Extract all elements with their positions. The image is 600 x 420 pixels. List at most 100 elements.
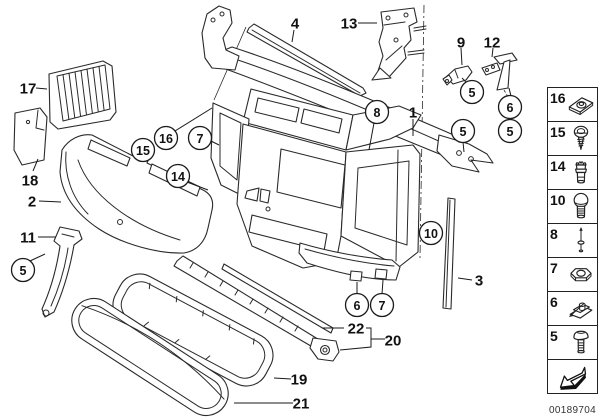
legend-item-6[interactable]: 6 (547, 291, 598, 326)
callout-circle-shape (167, 165, 190, 188)
callout-label-12[interactable]: 12 (484, 35, 501, 52)
callout-label-18[interactable]: 18 (22, 173, 39, 190)
callout-circle-7[interactable]: 7 (371, 294, 394, 317)
leader-line (175, 108, 212, 131)
leader-line (461, 48, 462, 65)
legend-number: 14 (550, 158, 566, 174)
callout-label-22[interactable]: 22 (348, 321, 365, 338)
strip-22-drawing (222, 264, 333, 333)
callout-circle-shape (132, 139, 155, 162)
air-duct-2-drawing (60, 135, 213, 253)
expansion-rivet-icon (566, 157, 596, 188)
centerline (420, 5, 424, 258)
callout-label-2[interactable]: 2 (28, 194, 36, 211)
callout-label-9[interactable]: 9 (457, 35, 465, 52)
callout-circle-number: 16 (159, 132, 173, 146)
leader-line (509, 88, 511, 96)
clip-9-drawing (443, 66, 472, 85)
callout-circle-number: 5 (460, 125, 467, 139)
leader-line (30, 254, 45, 261)
callout-circle-number: 5 (20, 264, 27, 278)
leader-line (382, 280, 383, 294)
callout-circle-number: 7 (379, 299, 386, 313)
legend-item-16[interactable]: 16 (547, 87, 598, 122)
legend-number: 7 (550, 260, 558, 276)
callout-circle-7[interactable]: 7 (189, 127, 212, 150)
callout-label-21[interactable]: 21 (293, 396, 310, 413)
callout-label-4[interactable]: 4 (291, 16, 300, 33)
callout-circle-16[interactable]: 16 (155, 127, 178, 150)
legend-item-7[interactable]: 7 (547, 257, 598, 292)
callout-circle-shape (452, 120, 475, 143)
vent-grille-17-drawing (49, 61, 116, 129)
callout-circle-number: 5 (469, 86, 476, 100)
leader-line (463, 142, 464, 152)
legend-number: 15 (550, 124, 566, 140)
front-panel-1-drawing (202, 6, 493, 281)
callout-label-11[interactable]: 11 (20, 230, 36, 247)
legend-item-15[interactable]: 15 (547, 121, 598, 156)
leader-line (33, 159, 38, 171)
callout-circle-5[interactable]: 5 (12, 259, 35, 282)
callout-circle-14[interactable]: 14 (167, 165, 190, 188)
machine-screw-icon (566, 327, 596, 358)
diagram-number: 00189704 (549, 405, 596, 416)
leader-line (492, 48, 493, 57)
legend-number: 16 (550, 90, 566, 106)
legend-number: 10 (550, 192, 566, 208)
callout-circle-shape (499, 96, 522, 119)
callout-circle-shape (366, 101, 389, 124)
callout-circle-shape (461, 81, 484, 104)
callout-circle-5[interactable]: 5 (452, 120, 475, 143)
callout-circle-8[interactable]: 8 (366, 101, 389, 124)
bracket-12-drawing (482, 53, 517, 97)
legend-item-5[interactable]: 5 (547, 325, 598, 360)
legend-number: 8 (550, 226, 558, 242)
legend-item-8[interactable]: 8 (547, 223, 598, 258)
legend-item-10[interactable]: 10 (547, 189, 598, 224)
callout-label-13[interactable]: 13 (341, 16, 358, 33)
callout-circle-10[interactable]: 10 (420, 222, 443, 245)
tapping-screw-icon (566, 123, 596, 154)
callout-circle-number: 6 (507, 101, 514, 115)
callout-circle-shape (499, 120, 522, 143)
callout-circle-shape (420, 222, 443, 245)
leader-line (39, 201, 61, 202)
callout-circle-5[interactable]: 5 (499, 120, 522, 143)
bolt-icon (566, 191, 596, 222)
callout-circle-number: 7 (197, 132, 204, 146)
callout-label-19[interactable]: 19 (291, 372, 308, 389)
callout-label-3[interactable]: 3 (475, 273, 483, 290)
clamp-clip-icon (566, 293, 596, 324)
callout-label-20[interactable]: 20 (385, 333, 402, 350)
pin-icon (566, 225, 596, 256)
callout-circle-6[interactable]: 6 (346, 294, 369, 317)
callout-circle-shape (346, 294, 369, 317)
leader-line (36, 88, 47, 89)
callout-label-17[interactable]: 17 (20, 81, 37, 98)
legend-item-14[interactable]: 14 (547, 155, 598, 190)
callout-circle-5[interactable]: 5 (461, 81, 484, 104)
leader-line (211, 141, 219, 145)
direction-arrow-icon (551, 361, 595, 392)
support-20-drawing (174, 256, 339, 361)
callout-circle-shape (189, 127, 212, 150)
callout-circle-number: 15 (136, 144, 150, 158)
callout-circle-15[interactable]: 15 (132, 139, 155, 162)
callout-circle-shape (155, 127, 178, 150)
callout-circle-number: 8 (374, 106, 381, 120)
callout-label-1[interactable]: 1 (409, 105, 417, 122)
strip-3-drawing (443, 198, 455, 309)
callout-circle-number: 6 (354, 299, 361, 313)
callout-circle-number: 14 (171, 170, 185, 184)
clip-nut-icon (566, 89, 596, 120)
callout-20-bracket (340, 328, 385, 350)
leader-line (292, 30, 294, 42)
legend-item-arrow[interactable] (547, 359, 598, 394)
strip-4-drawing (247, 24, 366, 96)
leader-line (458, 278, 472, 280)
leader-line (369, 123, 374, 150)
callout-circle-6[interactable]: 6 (499, 96, 522, 119)
